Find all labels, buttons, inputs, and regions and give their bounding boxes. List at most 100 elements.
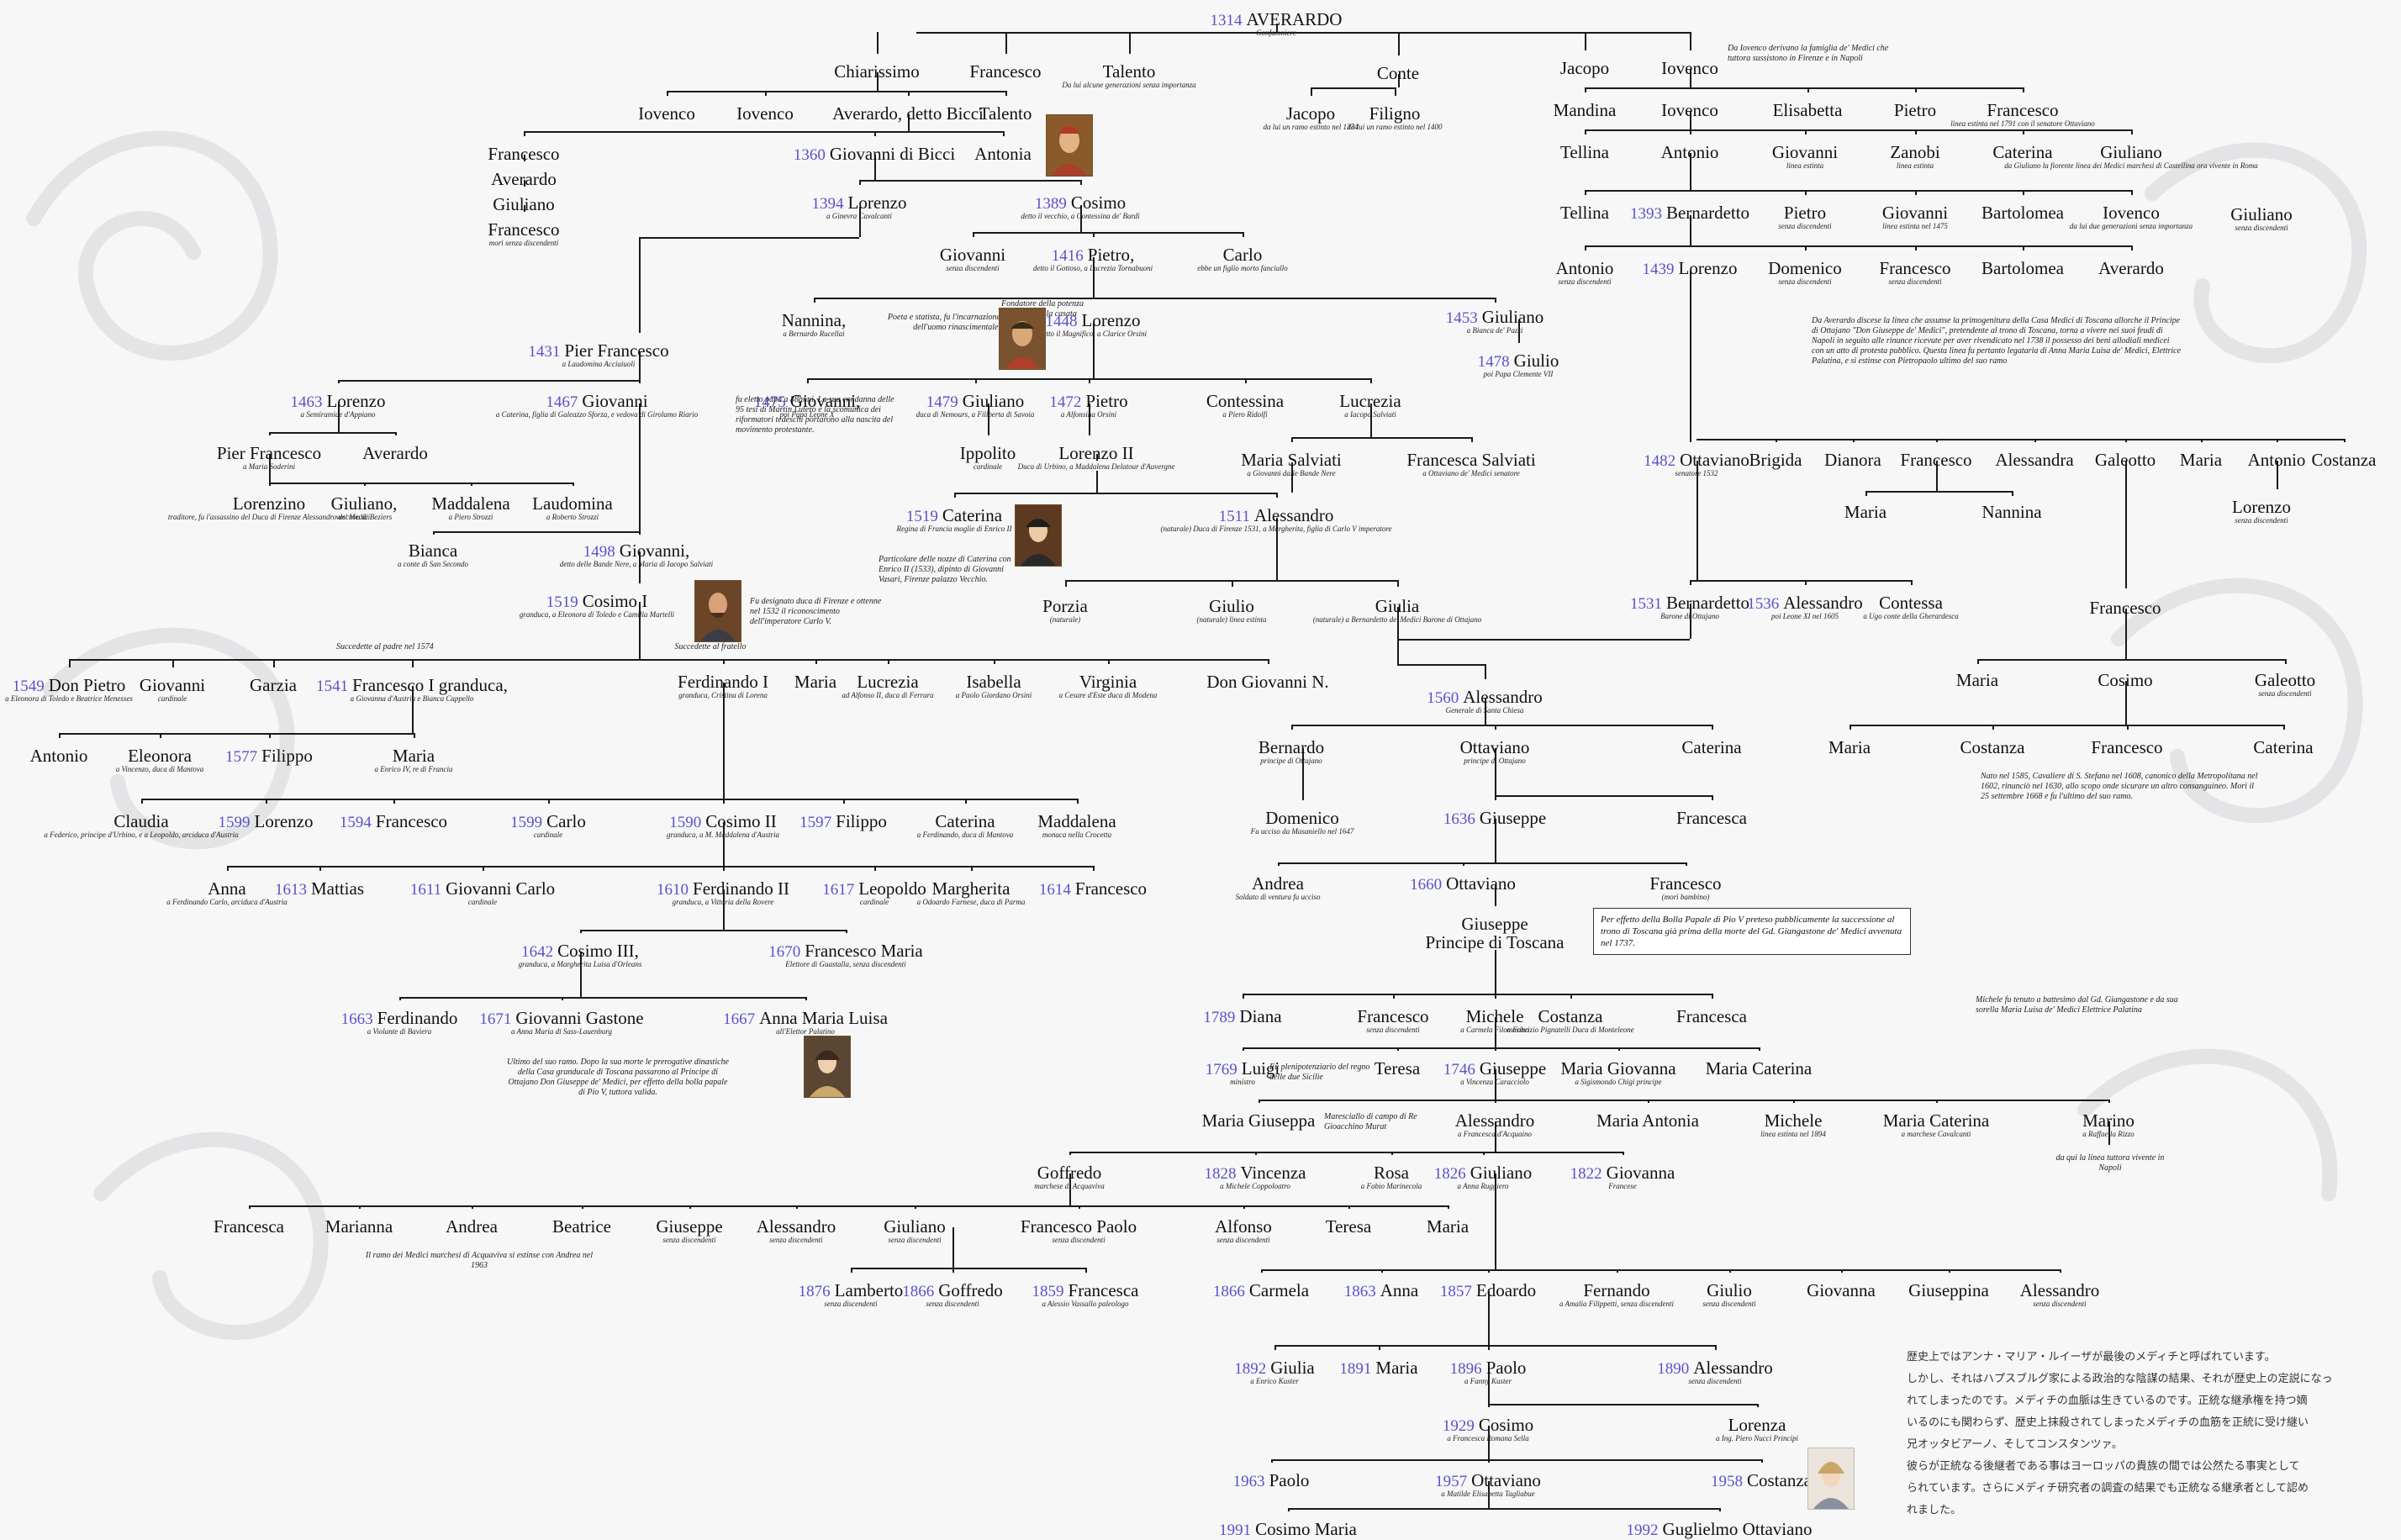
person-maria-giovanna[interactable]: Maria Giovanna (1560, 1059, 1675, 1078)
person-giuliano-a[interactable]: Giuliano (493, 195, 555, 214)
person-pietro-b[interactable]: Pietro (1784, 203, 1826, 222)
person-teresa-a[interactable]: Teresa (1375, 1059, 1421, 1078)
person-conte[interactable]: Conte (1377, 64, 1419, 82)
person-talento-b[interactable]: Talento (979, 104, 1032, 123)
person-porzia[interactable]: Porzia (1042, 597, 1088, 615)
person-rosa[interactable]: Rosa (1374, 1163, 1409, 1182)
person-tellina-b[interactable]: Tellina (1560, 203, 1609, 222)
person-marino[interactable]: Marino (2082, 1111, 2135, 1130)
person-giuseppe-b[interactable]: Giuseppe (656, 1217, 722, 1236)
person-francesco-i2[interactable]: Francesco (1649, 874, 1721, 893)
person-nannina[interactable]: Nannina, (782, 311, 846, 330)
person-bianca[interactable]: Bianca (409, 541, 457, 560)
person-averardo-bicci[interactable]: Averardo, detto Bicci (832, 104, 984, 123)
person-iovenco-c[interactable]: Iovenco (736, 104, 794, 123)
person-francesco-a[interactable]: Francesco (969, 62, 1041, 81)
person-giovanni-a[interactable]: Giovanni (1772, 143, 1838, 161)
person-maria-caterina-a[interactable]: Maria Caterina (1706, 1059, 1813, 1078)
person-pierfrancesco-b[interactable]: Pier Francesco (217, 444, 321, 462)
person-virginia[interactable]: Virginia (1079, 672, 1137, 691)
person-margherita[interactable]: Margherita (932, 879, 1011, 898)
person-tellina-a[interactable]: Tellina (1560, 143, 1609, 161)
person-isabella[interactable]: Isabella (966, 672, 1021, 691)
person-zanobi[interactable]: Zanobi (1890, 143, 1939, 161)
person-iovenco-a[interactable]: Iovenco (1661, 59, 1718, 77)
person-lorenzino[interactable]: Lorenzino (233, 494, 305, 513)
person-francesco-d[interactable]: Francesco (488, 220, 559, 239)
person-antonio-d[interactable]: Antonio (30, 746, 88, 765)
person-caterina-b[interactable]: Caterina (1681, 738, 1741, 757)
person-talento-a[interactable]: Talento (1103, 62, 1156, 81)
person-francesca-b[interactable]: Francesca (1676, 1007, 1747, 1026)
person-elisabetta[interactable]: Elisabetta (1773, 101, 1843, 119)
person-iovenco-b[interactable]: Iovenco (638, 104, 695, 123)
person-fernando[interactable]: Fernando (1583, 1281, 1649, 1300)
person-teresa-b[interactable]: Teresa (1326, 1217, 1372, 1236)
person-giulio-b[interactable]: Giulio (1209, 597, 1254, 615)
person-francesco-paolo[interactable]: Francesco Paolo (1021, 1217, 1137, 1236)
person-giovanni-c[interactable]: Giovanni (940, 245, 1005, 264)
person-maria-a[interactable]: Maria (2180, 451, 2222, 469)
person-francesca-a[interactable]: Francesca (1676, 809, 1747, 827)
person-lucrezia-a[interactable]: Lucrezia (1339, 392, 1401, 410)
person-maria-f[interactable]: Maria (1828, 738, 1871, 757)
person-iovenco-d[interactable]: Iovenco (1661, 101, 1718, 119)
person-pietro-a[interactable]: Pietro (1894, 101, 1936, 119)
person-maria-b[interactable]: Maria (1844, 503, 1886, 521)
person-francesco-e[interactable]: Francesco (1879, 259, 1950, 277)
person-jacopo-a[interactable]: Jacopo (1560, 59, 1609, 77)
person-alessandro-d[interactable]: Alessandro (2020, 1281, 2099, 1300)
person-alfonso[interactable]: Alfonso (1215, 1217, 1272, 1236)
person-averardo-e[interactable]: Averardo (362, 444, 428, 462)
person-bartolomea-b[interactable]: Bartolomea (1981, 259, 2064, 277)
person-don-giovanni[interactable]: Don Giovanni N. (1206, 672, 1328, 691)
person-lorenza[interactable]: Lorenza (1728, 1416, 1786, 1434)
person-maria-c[interactable]: Maria (794, 672, 836, 691)
person-maria-giuseppa[interactable]: Maria Giuseppa (1202, 1111, 1316, 1130)
person-giovanna-b[interactable]: Giovanna (1807, 1281, 1876, 1300)
person-francesco-j[interactable]: Francesco (1357, 1007, 1428, 1026)
person-lucrezia-b[interactable]: Lucrezia (857, 672, 918, 691)
person-caterina-c[interactable]: Caterina (2253, 738, 2313, 757)
person-lorenzo-ii[interactable]: Lorenzo II (1058, 444, 1133, 462)
person-michele-a[interactable]: Michele (1466, 1007, 1524, 1026)
person-maria-d[interactable]: Maria (1956, 671, 1998, 689)
person-ferdinando-i[interactable]: Ferdinando I (678, 672, 768, 691)
